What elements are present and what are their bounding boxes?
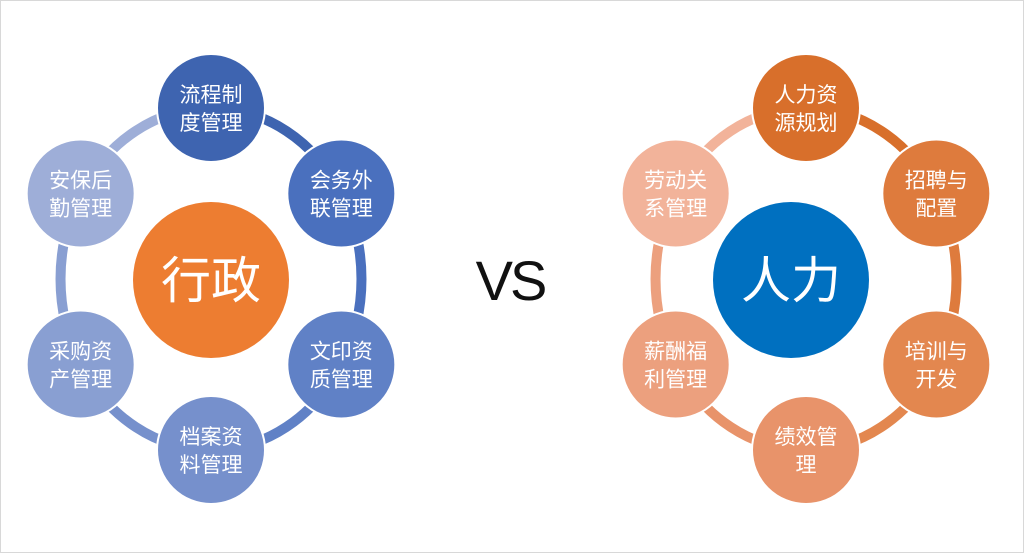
right-node-label: 系管理 bbox=[644, 197, 707, 221]
left-node-label: 安保后 bbox=[49, 169, 112, 193]
right-center-circle bbox=[713, 202, 869, 358]
right-center-node: 人力 bbox=[713, 202, 869, 358]
right-node-circle bbox=[881, 138, 992, 249]
left-node-label: 产管理 bbox=[49, 368, 112, 392]
right-center-label: 人力 bbox=[741, 252, 841, 310]
right-node-label: 劳动关 bbox=[644, 169, 707, 193]
right-node-label: 培训与 bbox=[905, 340, 968, 364]
right-node-circle bbox=[881, 309, 992, 420]
right-node-circle bbox=[620, 138, 731, 249]
right-node-label: 绩效管 bbox=[775, 425, 838, 449]
left-node-circle bbox=[25, 138, 136, 249]
left-node-label: 料管理 bbox=[180, 453, 243, 477]
left-node-circle bbox=[156, 53, 266, 163]
right-node-label: 人力资 bbox=[775, 83, 838, 107]
left-center-label: 行政 bbox=[161, 252, 261, 310]
left-node-label: 质管理 bbox=[310, 368, 373, 392]
right-node-label: 利管理 bbox=[644, 368, 707, 392]
left-node-label: 文印资 bbox=[310, 340, 373, 364]
right-node-circle bbox=[751, 53, 861, 163]
right-node-label: 源规划 bbox=[775, 111, 838, 135]
left-node-circle bbox=[286, 138, 397, 249]
left-node-label: 档案资 bbox=[180, 425, 243, 449]
right-node-label: 理 bbox=[796, 453, 817, 477]
vs-label: VS bbox=[475, 249, 548, 312]
right-node-label: 配置 bbox=[915, 197, 957, 221]
right-node-circle bbox=[620, 309, 731, 420]
right-node-label: 薪酬福 bbox=[644, 340, 707, 364]
left-node-circle bbox=[286, 309, 397, 420]
left-node-label: 会务外 bbox=[310, 169, 373, 193]
left-node-label: 流程制 bbox=[180, 83, 243, 107]
left-node-circle bbox=[156, 395, 266, 505]
right-node-label: 开发 bbox=[915, 368, 957, 392]
left-node-circle bbox=[25, 309, 136, 420]
right-node-label: 招聘与 bbox=[905, 169, 968, 193]
left-center-node: 行政 bbox=[133, 202, 289, 358]
left-node-label: 采购资 bbox=[49, 340, 112, 364]
right-node-circle bbox=[751, 395, 861, 505]
left-node-label: 勤管理 bbox=[49, 197, 112, 221]
left-node-label: 度管理 bbox=[180, 111, 243, 135]
left-node-label: 联管理 bbox=[310, 197, 373, 221]
left-center-circle bbox=[133, 202, 289, 358]
